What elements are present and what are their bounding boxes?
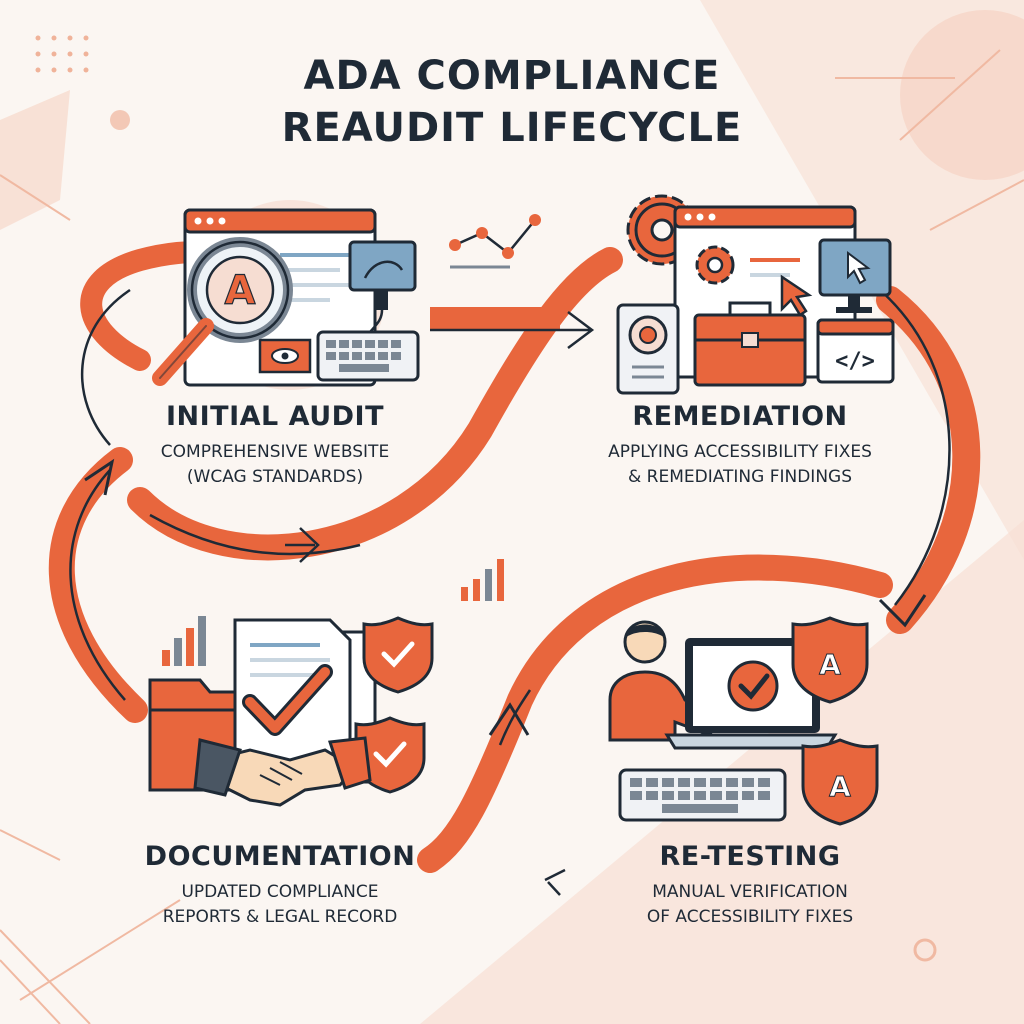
stage-description-line-1: MANUAL VERIFICATION — [652, 882, 848, 902]
stage-initial-audit: INITIAL AUDIT COMPREHENSIVE WEBSITE (WCA… — [110, 400, 440, 490]
keyboard-icon — [316, 330, 420, 382]
shield-a-icon: A — [801, 738, 879, 826]
arrow-remediation-to-retesting — [876, 286, 981, 634]
cursor-icon — [780, 274, 813, 317]
stage-title: INITIAL AUDIT — [165, 401, 385, 432]
re-testing-illustration: A A — [608, 616, 879, 826]
magnifier-icon: A — [152, 237, 293, 386]
stage-documentation: DOCUMENTATION UPDATED COMPLIANCE REPORTS… — [110, 840, 450, 930]
stage-description-line-1: UPDATED COMPLIANCE — [181, 882, 379, 902]
title-line-1: ADA COMPLIANCE — [303, 53, 721, 99]
monitor-icon — [818, 238, 892, 313]
stage-description-line-2: REPORTS & LEGAL RECORD — [162, 907, 398, 927]
stage-description-line-2: & REMEDIATING FINDINGS — [627, 467, 853, 487]
shield-letter: A — [819, 648, 841, 681]
stage-description-line-2: OF ACCESSIBILITY FIXES — [646, 907, 854, 927]
arrow-audit-to-remediation — [127, 247, 623, 561]
documentation-illustration — [148, 616, 434, 807]
stage-title: REMEDIATION — [632, 401, 848, 432]
code-glyph: </> — [835, 349, 875, 374]
stage-description-line-2: (WCAG STANDARDS) — [186, 467, 364, 487]
line-chart-icon — [449, 214, 541, 269]
shield-a-icon: A — [791, 616, 869, 704]
checkmark-icon — [242, 664, 333, 736]
stage-remediation: REMEDIATION APPLYING ACCESSIBILITY FIXES… — [560, 400, 920, 490]
diagram-title: ADA COMPLIANCE REAUDIT LIFECYCLE — [0, 50, 1024, 154]
checkmark-icon — [727, 660, 779, 712]
arrow-retesting-to-documentation — [417, 554, 893, 873]
arrow-documentation-to-audit — [48, 447, 148, 723]
audit-letter: A — [225, 268, 256, 314]
shield-check-icon — [362, 616, 434, 694]
stage-title: DOCUMENTATION — [144, 841, 416, 872]
stage-description-line-1: COMPREHENSIVE WEBSITE — [160, 442, 390, 462]
shield-check-icon — [354, 716, 426, 794]
monitor-icon — [348, 240, 417, 333]
stage-title: RE-TESTING — [659, 841, 841, 872]
keyboard-icon — [618, 768, 787, 822]
speaker-icon — [616, 303, 680, 395]
bar-chart-icon — [162, 616, 206, 666]
code-icon: </> — [816, 318, 895, 384]
shield-letter-2: A — [829, 770, 851, 803]
title-line-2: REAUDIT LIFECYCLE — [281, 105, 743, 151]
handshake-icon — [193, 736, 372, 807]
initial-audit-illustration: A — [152, 200, 420, 390]
toolbox-icon — [693, 301, 807, 387]
eye-icon — [258, 338, 312, 374]
stage-description-line-1: APPLYING ACCESSIBILITY FIXES — [608, 442, 872, 462]
stage-re-testing: RE-TESTING MANUAL VERIFICATION OF ACCESS… — [580, 840, 920, 930]
bar-chart-icon — [461, 559, 504, 601]
remediation-illustration: </> — [616, 194, 895, 395]
